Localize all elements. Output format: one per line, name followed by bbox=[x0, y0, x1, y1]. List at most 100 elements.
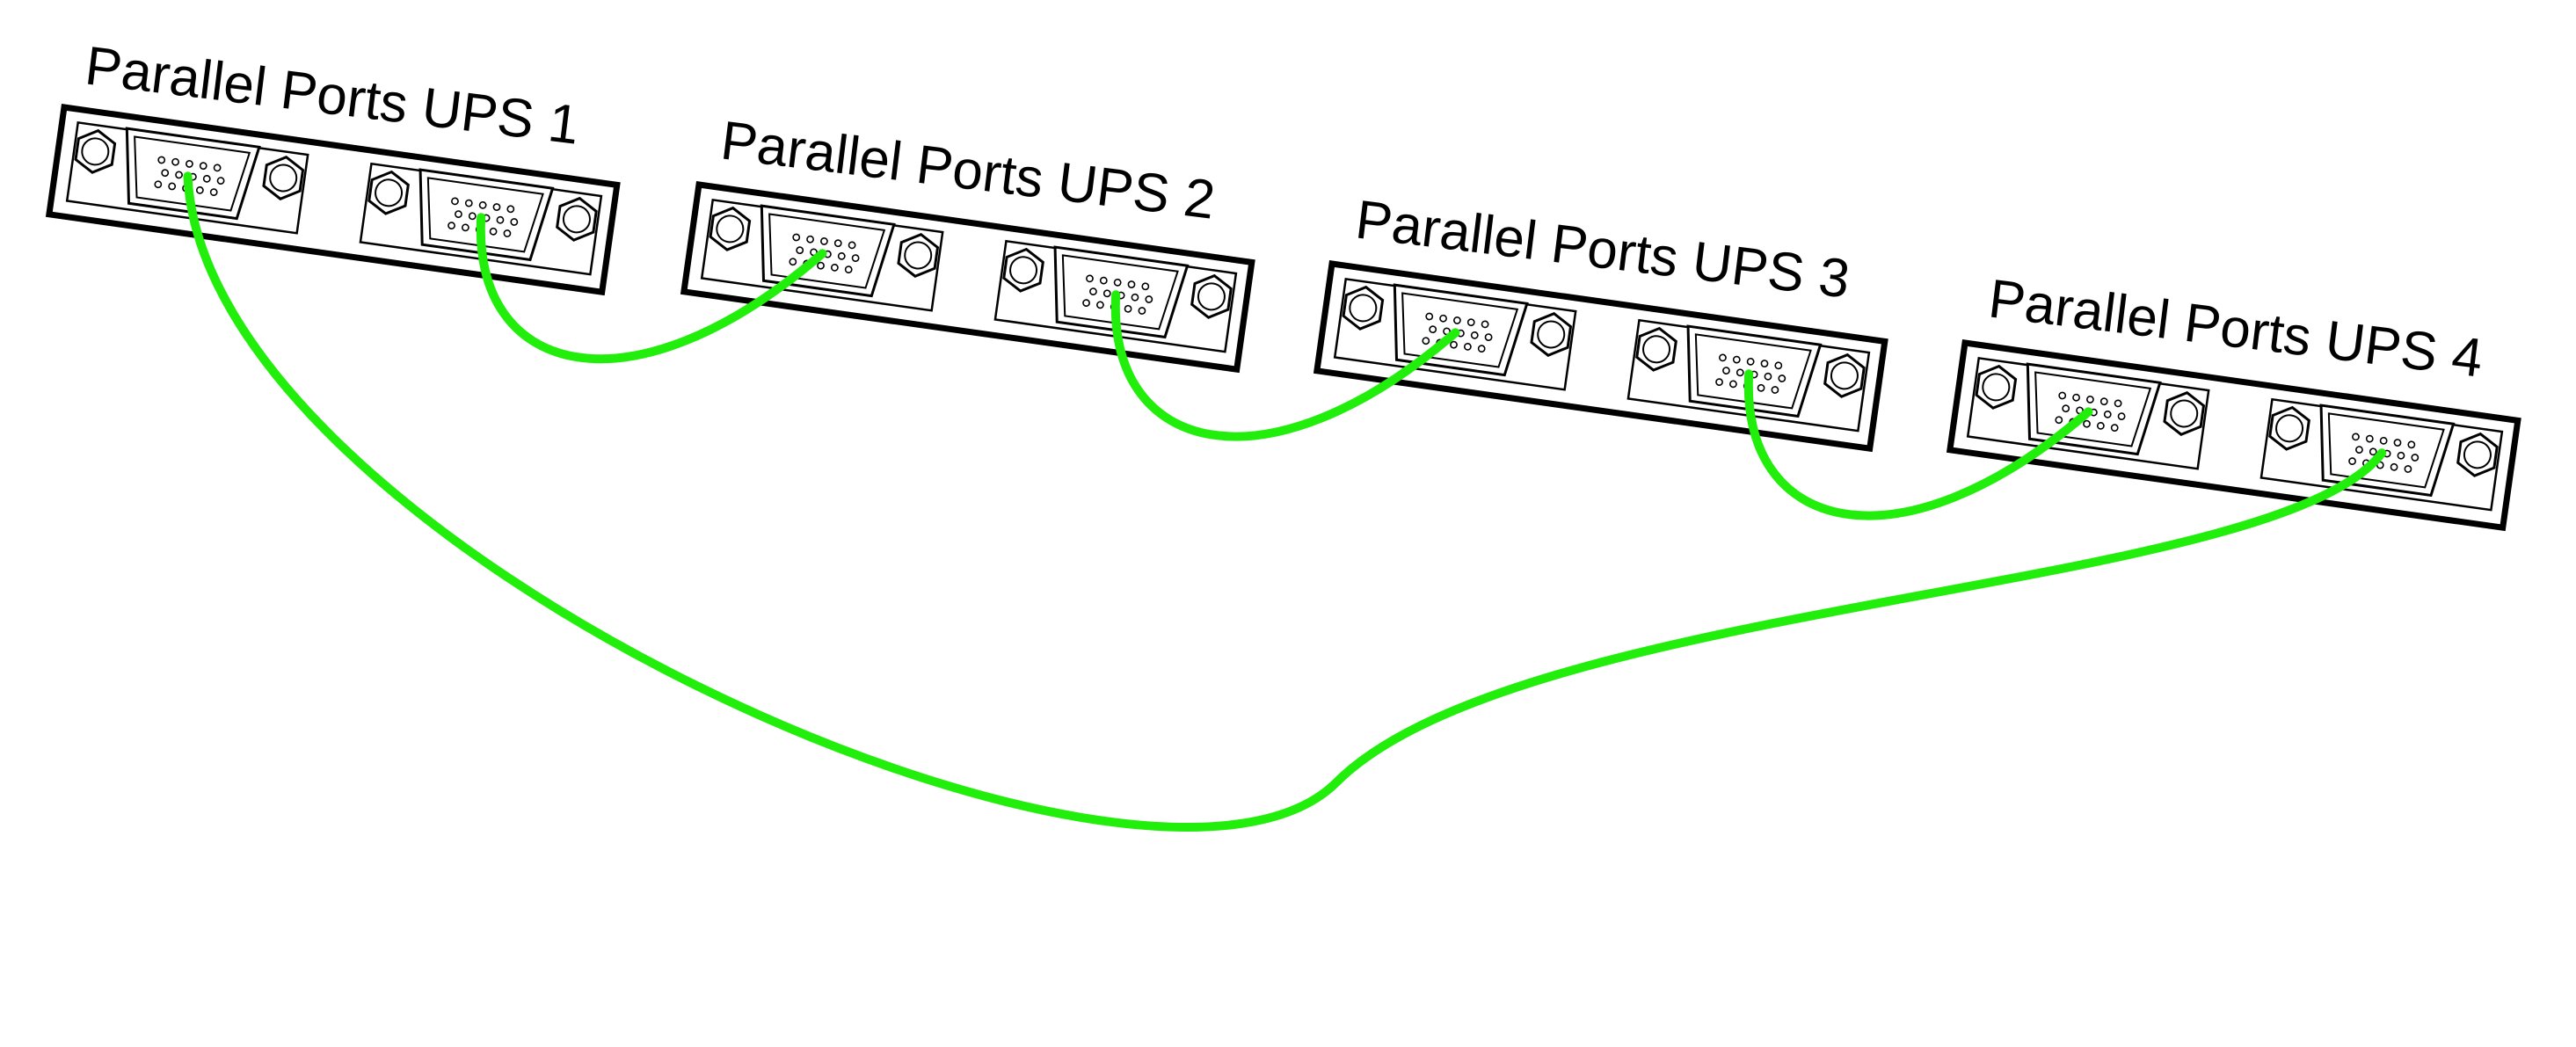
connector-pin bbox=[796, 246, 804, 255]
connector-pin bbox=[2404, 465, 2412, 473]
connector-pin bbox=[1484, 333, 1493, 342]
connector-pin bbox=[1764, 372, 1772, 381]
connector-pin bbox=[2348, 457, 2356, 466]
connector-pin bbox=[817, 261, 825, 270]
hex-nut-icon bbox=[709, 206, 752, 251]
connector-pin bbox=[2352, 433, 2360, 441]
connector-pin bbox=[468, 212, 477, 221]
parallel-cables bbox=[183, 171, 2387, 832]
parallel-cable-3[interactable] bbox=[1743, 369, 2093, 520]
connector-pin bbox=[186, 160, 193, 168]
connector-pin bbox=[2083, 419, 2091, 428]
connector-pin bbox=[1757, 383, 1765, 392]
ups-3-port-b-connector[interactable] bbox=[1626, 318, 1871, 433]
connector-pin bbox=[1453, 316, 1461, 324]
connector-pin bbox=[1145, 295, 1153, 303]
connector-pin bbox=[1141, 282, 1150, 291]
hex-nut-icon bbox=[1342, 285, 1385, 331]
parallel-cable-1[interactable] bbox=[476, 213, 827, 364]
connector-pin bbox=[2062, 404, 2070, 413]
hex-nut-icon bbox=[1002, 247, 1044, 293]
connector-pin bbox=[851, 254, 860, 263]
hex-nut-icon bbox=[262, 155, 305, 200]
ups-1-port-b-connector[interactable] bbox=[359, 162, 603, 276]
connector-pin bbox=[1778, 374, 1786, 382]
connector-pin bbox=[157, 156, 166, 164]
connector-pin bbox=[2379, 436, 2388, 445]
connector-pin bbox=[1131, 293, 1139, 302]
connector-pin bbox=[161, 169, 170, 178]
connector-pin bbox=[2110, 424, 2119, 433]
connector-pin bbox=[1425, 312, 1434, 321]
parallel-cable-2[interactable] bbox=[1110, 290, 1460, 441]
connector-pin bbox=[1082, 299, 1090, 308]
hex-nut-icon bbox=[1823, 353, 1866, 398]
connector-pin bbox=[209, 188, 218, 197]
parallel-cable-4[interactable] bbox=[183, 171, 2387, 832]
connector-pin bbox=[2099, 397, 2108, 406]
connector-pin bbox=[1450, 340, 1458, 349]
connector-pin bbox=[1429, 325, 1437, 334]
connector-pin bbox=[1732, 355, 1741, 364]
connector-pin bbox=[844, 265, 853, 274]
connector-pin bbox=[503, 229, 512, 237]
connector-pin bbox=[154, 180, 163, 189]
connector-pin bbox=[2355, 446, 2363, 454]
connector-pin bbox=[820, 237, 828, 245]
connector-pin bbox=[2365, 434, 2374, 443]
connector-pin bbox=[199, 162, 207, 171]
connector-pin bbox=[1719, 353, 1727, 362]
connector-pin bbox=[1127, 280, 1136, 288]
connector-pin bbox=[848, 241, 856, 250]
connector-pin bbox=[1771, 386, 1779, 394]
connector-pin bbox=[789, 258, 797, 266]
connector-pin bbox=[1086, 274, 1094, 283]
connector-pin bbox=[1722, 367, 1730, 374]
connector-pin bbox=[2117, 412, 2126, 421]
connector-pin bbox=[2114, 399, 2122, 408]
connector-pin bbox=[1736, 368, 1744, 377]
connector-pin bbox=[806, 235, 814, 244]
connector-pin bbox=[451, 197, 459, 206]
connector-pin bbox=[1728, 380, 1737, 389]
connector-pin bbox=[2096, 422, 2105, 430]
connector-pin bbox=[792, 233, 801, 242]
connector-pin bbox=[461, 223, 469, 232]
connector-pin bbox=[1477, 345, 1486, 353]
connector-pin bbox=[464, 199, 473, 207]
hex-nut-icon bbox=[556, 196, 598, 242]
hex-nut-icon bbox=[1190, 273, 1233, 319]
connector-pin bbox=[2393, 439, 2402, 447]
connector-pin bbox=[1138, 307, 1146, 315]
connector-pin bbox=[2058, 391, 2067, 400]
hex-nut-icon bbox=[1530, 311, 1573, 357]
connector-pin bbox=[2411, 454, 2420, 462]
connector-pin bbox=[1746, 357, 1755, 366]
ups-4-panel bbox=[1946, 339, 2521, 532]
connector-pin bbox=[2072, 393, 2080, 402]
connector-pin bbox=[1102, 289, 1111, 298]
ups-3-panel bbox=[1313, 260, 1888, 453]
connector-pin bbox=[455, 210, 462, 218]
connector-pin bbox=[506, 205, 515, 214]
connector-pin bbox=[2369, 447, 2377, 456]
connector-pin bbox=[1481, 320, 1489, 329]
connector-pin bbox=[478, 200, 487, 209]
connector-pin bbox=[216, 177, 225, 185]
ups-1-panel bbox=[45, 104, 621, 296]
connector-pin bbox=[168, 182, 177, 191]
connector-pin bbox=[489, 227, 498, 236]
connector-pin bbox=[830, 264, 839, 272]
hex-nut-icon bbox=[2456, 432, 2499, 477]
connector-pin bbox=[2390, 462, 2398, 471]
connector-pin bbox=[1113, 278, 1122, 287]
connector-pin bbox=[1774, 361, 1783, 370]
hex-nut-icon bbox=[897, 232, 940, 278]
connector-pin bbox=[1439, 314, 1447, 323]
connector-pin bbox=[1089, 287, 1097, 295]
connector-pin bbox=[2407, 440, 2416, 449]
connector-pin bbox=[2055, 416, 2063, 425]
connector-pin bbox=[492, 203, 501, 211]
